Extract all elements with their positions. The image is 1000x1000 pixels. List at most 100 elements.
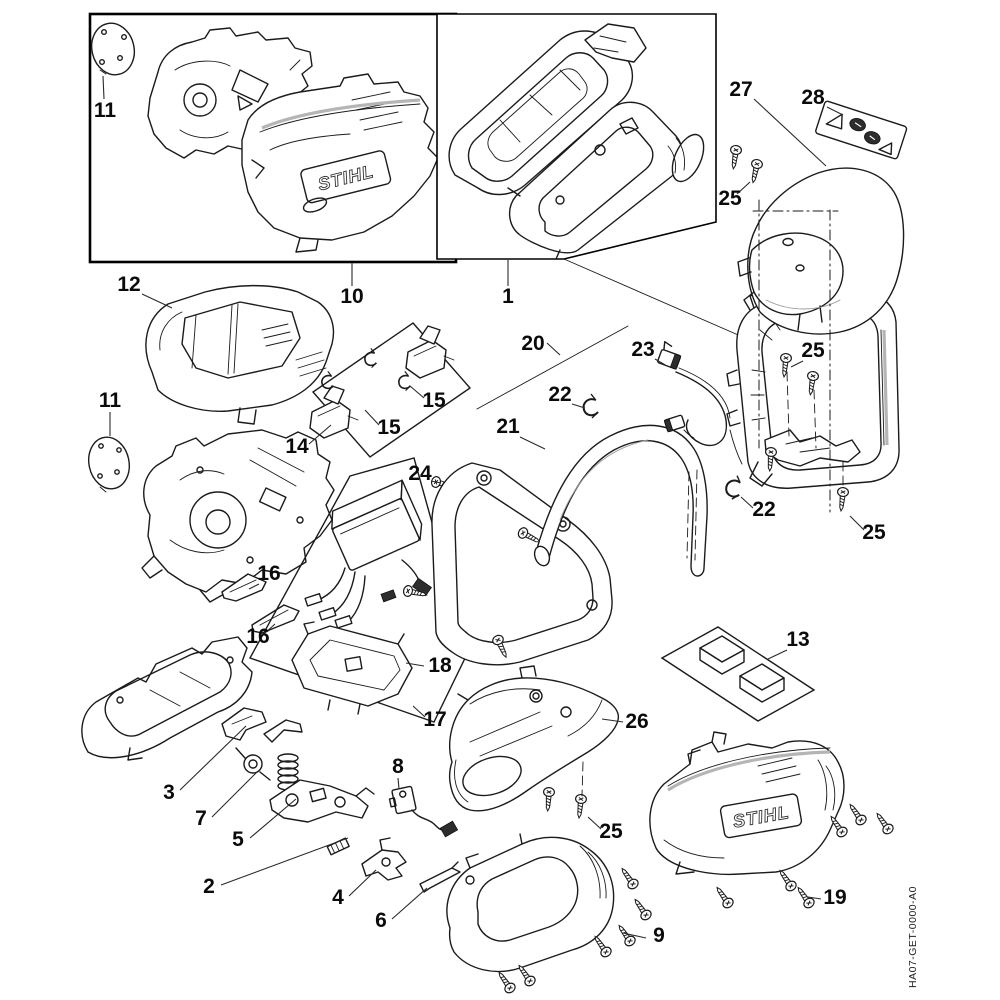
document-number: HA07-GET-0000-A0: [907, 886, 919, 988]
control-module: [331, 479, 423, 571]
callout-leader-26: [601, 718, 624, 723]
part-callout-11: 11: [99, 389, 122, 412]
part-callout-1: 1: [502, 285, 514, 308]
part-callout-21: 21: [496, 415, 520, 438]
part-callout-11: 11: [94, 99, 117, 122]
part-callout-24: 24: [408, 462, 432, 485]
screw-19: [793, 883, 817, 911]
screw-25: [835, 486, 850, 513]
part-callout-8: 8: [392, 755, 404, 778]
part-callout-20: 20: [521, 332, 544, 355]
clip-22a: [582, 393, 599, 419]
callout-leader-16: [263, 623, 276, 635]
vent-slats: [757, 757, 801, 783]
callout-leader-15: [409, 385, 425, 399]
screw-9: [494, 968, 518, 996]
part-callout-15: 15: [422, 389, 446, 412]
callout-leader-24: [430, 480, 442, 484]
trigger-parts-cluster: [221, 707, 461, 893]
callout-leader-2: [220, 837, 349, 886]
callout-leader-21: [519, 436, 546, 450]
callout-leader-7: [211, 771, 258, 818]
callout-leader-8: [397, 777, 400, 790]
callout-leader-13: [767, 649, 788, 660]
part-callout-25: 25: [801, 339, 825, 362]
detail-box-17-frame: [248, 457, 469, 723]
pad-part: [739, 663, 785, 703]
part-callout-7: 7: [195, 807, 207, 830]
motor-housing-right: STIHL: [649, 731, 896, 911]
module-tray-18: [291, 621, 413, 715]
motor-housing-half: STIHL: [241, 73, 439, 253]
part-callout-19: 19: [823, 886, 846, 909]
part-callout-3: 3: [163, 781, 175, 804]
spring-clip: [321, 370, 335, 392]
detail-box-1: [436, 13, 717, 260]
callout-leader-27: [753, 98, 827, 167]
wedge-parts-16: [221, 573, 300, 634]
screw-25: [541, 786, 556, 812]
callout-leader-22: [740, 496, 754, 509]
detail-box-10: STIHL: [88, 12, 458, 264]
disc-part-11a: [90, 22, 136, 76]
callout-leader-3: [179, 725, 247, 791]
handle-shell-left: [81, 636, 253, 761]
callout-leader-11: [102, 75, 105, 100]
screw-9: [617, 864, 641, 892]
handle-shell-bottom: [446, 833, 654, 996]
callout-leader-9: [622, 932, 647, 939]
switch-part-15b: [309, 385, 359, 439]
detail-box-14-frame: [311, 322, 472, 458]
callout-leader-23: [654, 358, 668, 367]
part-callout-2: 2: [203, 875, 215, 898]
part-callout-16: 16: [246, 625, 269, 648]
part-callout-15: 15: [377, 416, 401, 439]
part-callout-5: 5: [232, 828, 244, 851]
small-spring: [326, 837, 350, 856]
detail-box-13: [660, 626, 816, 722]
spring-clip: [398, 370, 412, 392]
callout-leader-25: [790, 360, 804, 368]
hood-slats: [261, 323, 293, 347]
callout-leader-20: [546, 342, 561, 356]
cable-channel: [686, 469, 698, 561]
callout-leader-5: [249, 798, 297, 839]
part-callout-13: 13: [786, 628, 809, 651]
top-cover-12: [145, 284, 335, 425]
detail-box-17: [248, 457, 469, 723]
part-callout-25: 25: [718, 187, 742, 210]
screw-19: [845, 800, 869, 828]
screw-25: [573, 793, 588, 820]
callout-leader-17: [412, 705, 426, 718]
callout-leader-25: [849, 515, 865, 531]
part-callout-22: 22: [752, 498, 775, 521]
construction-lines: [476, 258, 753, 410]
screw-9: [630, 895, 654, 923]
part-callout-23: 23: [631, 338, 654, 361]
switch-part-15a: [405, 325, 455, 379]
detail-box-14: [309, 322, 472, 458]
callout-leader-6: [391, 887, 428, 920]
callout-leader-16: [248, 583, 260, 590]
part-callout-9: 9: [653, 924, 665, 947]
trigger-assembly-5: [269, 779, 375, 823]
part-callout-16: 16: [257, 562, 280, 585]
screw-19: [872, 809, 896, 837]
callout-leader-25: [587, 816, 602, 830]
front-loop-handle: [431, 462, 613, 666]
part-callout-10: 10: [340, 285, 363, 308]
gear-housing-assembly: [141, 429, 335, 603]
callout-leader-12: [141, 293, 173, 309]
detail-box-13-frame: [660, 626, 816, 722]
switch-part-8: [388, 785, 459, 838]
slide-part-3: [221, 707, 267, 741]
callout-leader-22: [571, 403, 586, 409]
screw-19: [712, 883, 736, 911]
frame-mount: [764, 429, 861, 467]
torsion-spring-7: [235, 747, 271, 781]
handle-shell-lower: [507, 101, 705, 260]
information-label-28: [815, 100, 908, 160]
